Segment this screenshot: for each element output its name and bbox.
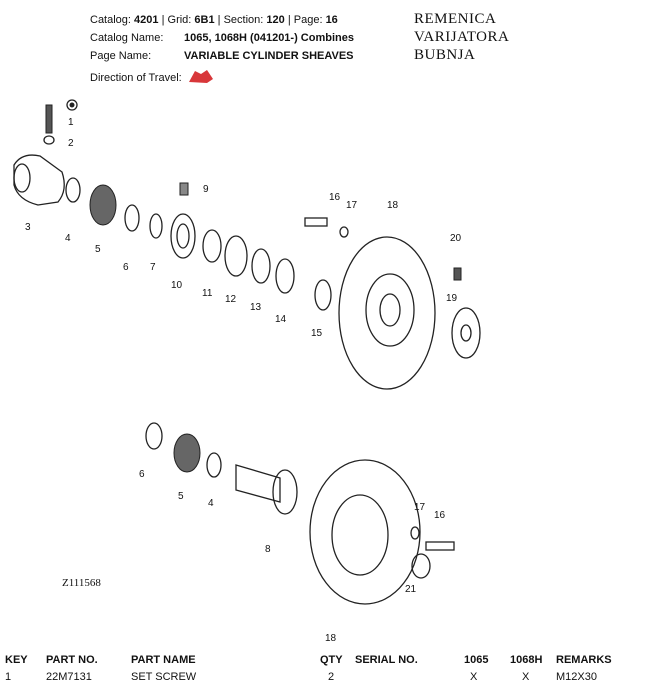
hub-part xyxy=(13,154,65,206)
callout: 14 xyxy=(275,314,287,325)
direction-arrow-icon xyxy=(189,70,213,83)
note-line: VARIJATORA xyxy=(414,29,510,45)
callout: 5 xyxy=(178,491,184,502)
callout: 15 xyxy=(311,328,323,339)
cell-key: 1 xyxy=(5,671,12,683)
col-serial: SERIAL NO. xyxy=(355,654,418,666)
callout: 5 xyxy=(95,244,101,255)
callout: 19 xyxy=(446,293,458,304)
catalog-name-label: Catalog Name: xyxy=(90,32,164,44)
callout: 1 xyxy=(68,117,74,128)
cell-1068h: X xyxy=(522,671,530,683)
callout: 20 xyxy=(450,233,462,244)
callout: 8 xyxy=(265,544,271,555)
callout: 6 xyxy=(139,469,145,480)
sheave-disc xyxy=(309,459,421,605)
grid-value: 6B1 xyxy=(194,14,215,26)
col-1065: 1065 xyxy=(464,654,489,666)
col-1068h: 1068H xyxy=(510,654,543,666)
top-assembly xyxy=(13,99,481,390)
cell-part-name: SET SCREW xyxy=(131,671,197,683)
col-part-name: PART NAME xyxy=(131,654,196,666)
callout: 2 xyxy=(68,138,74,149)
catalog-value: 4201 xyxy=(134,14,159,26)
col-qty: QTY xyxy=(320,654,343,666)
callout: 18 xyxy=(387,200,399,211)
figure-id: Z111568 xyxy=(62,577,101,589)
callout: 9 xyxy=(203,184,209,195)
callout: 6 xyxy=(123,262,129,273)
callout: 7 xyxy=(150,262,156,273)
note-line: REMENICA xyxy=(414,11,497,27)
callout: 10 xyxy=(171,280,183,291)
callout: 13 xyxy=(250,302,262,313)
sheave-disc xyxy=(338,236,436,390)
callout: 11 xyxy=(202,288,213,299)
catalog-label: Catalog: xyxy=(90,14,131,26)
callouts-top: 1 2 3 4 5 6 7 9 10 11 12 13 14 15 16 17 … xyxy=(25,117,462,339)
callout: 4 xyxy=(65,233,71,244)
cell-1065: X xyxy=(470,671,478,683)
page-label: Page: xyxy=(293,14,323,26)
callout: 12 xyxy=(225,294,237,305)
catalog-line: Catalog: 4201 | Grid: 6B1 | Section: 120… xyxy=(90,14,338,26)
note-line: BUBNJA xyxy=(414,47,476,63)
page-name-value: VARIABLE CYLINDER SHEAVES xyxy=(184,50,354,62)
direction-label: Direction of Travel: xyxy=(90,72,182,84)
callout: 16 xyxy=(329,192,341,203)
callout: 16 xyxy=(434,510,446,521)
callout: 17 xyxy=(346,200,358,211)
col-key: KEY xyxy=(5,654,28,666)
callout: 21 xyxy=(405,584,417,595)
page-value: 16 xyxy=(325,14,338,26)
page-name-label: Page Name: xyxy=(90,50,152,62)
section-label: Section: xyxy=(223,14,264,26)
exploded-parts-diagram: Z111568 1 2 3 4 5 6 7 9 10 11 12 13 14 1… xyxy=(13,99,481,644)
callout: 18 xyxy=(325,633,337,644)
bottom-assembly xyxy=(145,422,455,605)
callout: 17 xyxy=(414,502,426,513)
cell-part-no: 22M7131 xyxy=(46,671,92,683)
callout: 4 xyxy=(208,498,214,509)
cell-remarks: M12X30 xyxy=(556,671,597,683)
set-screw-part xyxy=(45,104,53,134)
cell-qty: 2 xyxy=(328,671,335,683)
grid-label: Grid: xyxy=(167,14,192,26)
col-remarks: REMARKS xyxy=(556,654,612,666)
callouts-bottom: 6 5 4 8 18 17 16 21 xyxy=(139,469,446,644)
catalog-name-value: 1065, 1068H (041201-) Combines xyxy=(184,32,354,44)
col-part-no: PART NO. xyxy=(46,654,98,666)
callout: 3 xyxy=(25,222,31,233)
section-value: 120 xyxy=(266,14,285,26)
